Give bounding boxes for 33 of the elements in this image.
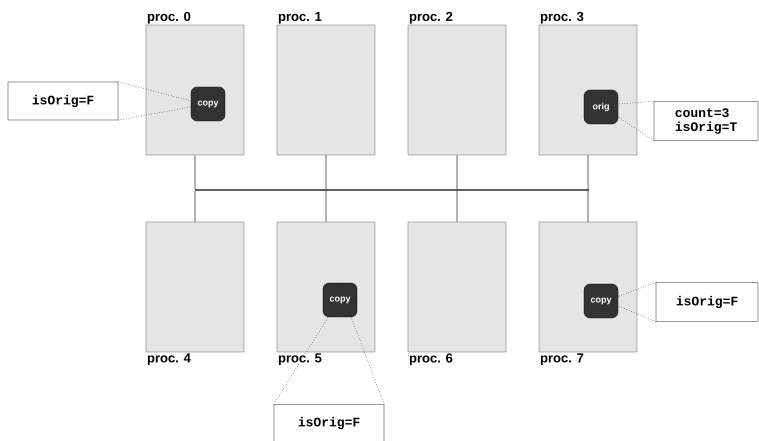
object-box: copy	[322, 282, 358, 318]
callout-box: count=3 isOrig=T	[654, 101, 758, 141]
leader-line	[118, 106, 192, 120]
callout-box: isOrig=F	[274, 404, 384, 441]
processor-box: proc. 6	[408, 222, 506, 366]
object-box: copy	[190, 86, 226, 122]
leader-line	[617, 101, 654, 104]
leader-line	[118, 82, 192, 102]
node-label: proc. 1	[278, 12, 322, 24]
leader-line	[618, 305, 656, 322]
node-label: proc. 5	[278, 353, 322, 366]
processor-box: proc. 1	[276, 12, 376, 156]
leader-line	[618, 282, 656, 297]
leader-line	[350, 314, 384, 405]
object-box: copy	[584, 284, 618, 318]
object-box: orig	[584, 90, 618, 124]
node-label: proc. 0	[148, 12, 190, 24]
node-label: proc. 6	[410, 353, 452, 366]
bus-connector	[194, 190, 196, 222]
node-label: proc. 7	[540, 353, 584, 366]
node-label: proc. 2	[410, 12, 452, 24]
processor-box: proc. 2	[408, 12, 506, 156]
node-label: proc. 4	[148, 353, 191, 366]
bus-connector	[456, 190, 458, 222]
bus-line	[195, 189, 589, 191]
callout-box: isOrig=F	[8, 82, 118, 120]
bus-connector	[194, 154, 196, 190]
leader-line	[616, 116, 654, 141]
callout-box: isOrig=F	[656, 282, 758, 322]
processor-box: proc. 4	[146, 222, 244, 366]
node-label: proc. 3	[540, 12, 584, 24]
bus-connector	[456, 154, 458, 190]
leader-line	[274, 314, 330, 405]
